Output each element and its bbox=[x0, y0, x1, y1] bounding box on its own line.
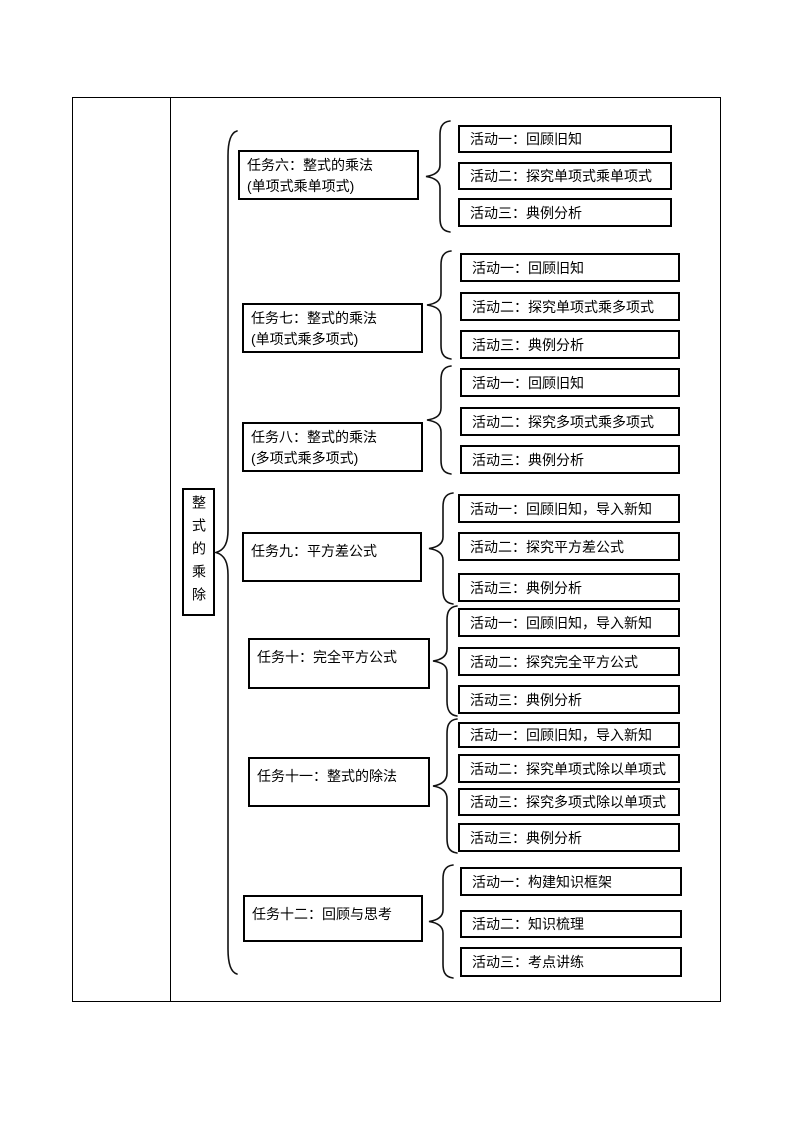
group-brace-11 bbox=[432, 718, 458, 854]
task-box-9: 任务九：平方差公式 bbox=[242, 532, 422, 582]
group-brace-8 bbox=[426, 365, 452, 475]
activity-box: 活动三：典例分析 bbox=[458, 198, 672, 227]
activity-box: 活动二：探究多项式乘多项式 bbox=[460, 407, 680, 436]
activity-box: 活动一：回顾旧知，导入新知 bbox=[458, 722, 680, 748]
activity-box: 活动一：构建知识框架 bbox=[460, 867, 682, 896]
group-brace-10 bbox=[432, 605, 458, 717]
root-topic-box: 整式的乘除 bbox=[182, 488, 215, 616]
task-label: 任务九：平方差公式 bbox=[251, 543, 377, 559]
activity-box: 活动三：典例分析 bbox=[460, 445, 680, 474]
task-label: 任务七：整式的乘法 bbox=[251, 310, 377, 326]
task-label: 任务十二：回顾与思考 bbox=[252, 906, 392, 922]
group-brace-12 bbox=[428, 864, 454, 979]
activity-box: 活动一：回顾旧知，导入新知 bbox=[458, 608, 680, 637]
root-topic-label: 整式的乘除 bbox=[191, 494, 207, 610]
task-label: 任务八：整式的乘法 bbox=[251, 429, 377, 445]
activity-box: 活动一：回顾旧知 bbox=[460, 368, 680, 397]
task-label: 任务十：完全平方公式 bbox=[257, 649, 397, 665]
activity-box: 活动二：探究单项式乘多项式 bbox=[460, 292, 680, 321]
group-brace-9 bbox=[428, 492, 454, 605]
activity-box: 活动三：探究多项式除以单项式 bbox=[458, 788, 680, 816]
activity-box: 活动二：探究单项式除以单项式 bbox=[458, 754, 680, 783]
group-brace-7 bbox=[426, 250, 452, 360]
activity-box: 活动三：考点讲练 bbox=[460, 947, 682, 977]
activity-box: 活动三：典例分析 bbox=[458, 573, 680, 602]
task-box-12: 任务十二：回顾与思考 bbox=[243, 895, 423, 942]
root-brace bbox=[213, 130, 238, 975]
table-border bbox=[72, 97, 721, 1002]
table-column-divider bbox=[170, 97, 171, 1002]
activity-box: 活动二：知识梳理 bbox=[460, 910, 682, 938]
activity-box: 活动一：回顾旧知 bbox=[460, 253, 680, 282]
activity-box: 活动一：回顾旧知 bbox=[458, 125, 672, 153]
activity-box: 活动二：探究完全平方公式 bbox=[458, 647, 680, 676]
task-box-8: 任务八：整式的乘法 (多项式乘多项式) bbox=[242, 422, 423, 472]
task-box-7: 任务七：整式的乘法 (单项式乘多项式) bbox=[242, 303, 423, 353]
activity-box: 活动三：典例分析 bbox=[460, 330, 680, 359]
activity-box: 活动一：回顾旧知，导入新知 bbox=[458, 494, 680, 523]
task-box-6: 任务六：整式的乘法 (单项式乘单项式) bbox=[238, 150, 419, 200]
task-sublabel: (单项式乘单项式) bbox=[247, 178, 355, 194]
group-brace-6 bbox=[425, 120, 451, 233]
task-sublabel: (单项式乘多项式) bbox=[251, 331, 359, 347]
activity-box: 活动二：探究单项式乘单项式 bbox=[458, 162, 672, 190]
task-box-10: 任务十：完全平方公式 bbox=[248, 638, 430, 689]
activity-box: 活动三：典例分析 bbox=[458, 823, 680, 852]
task-sublabel: (多项式乘多项式) bbox=[251, 450, 359, 466]
task-label: 任务六：整式的乘法 bbox=[247, 157, 373, 173]
activity-box: 活动三：典例分析 bbox=[458, 685, 680, 714]
task-label: 任务十一：整式的除法 bbox=[257, 768, 397, 784]
activity-box: 活动二：探究平方差公式 bbox=[458, 532, 680, 561]
task-box-11: 任务十一：整式的除法 bbox=[248, 757, 430, 807]
